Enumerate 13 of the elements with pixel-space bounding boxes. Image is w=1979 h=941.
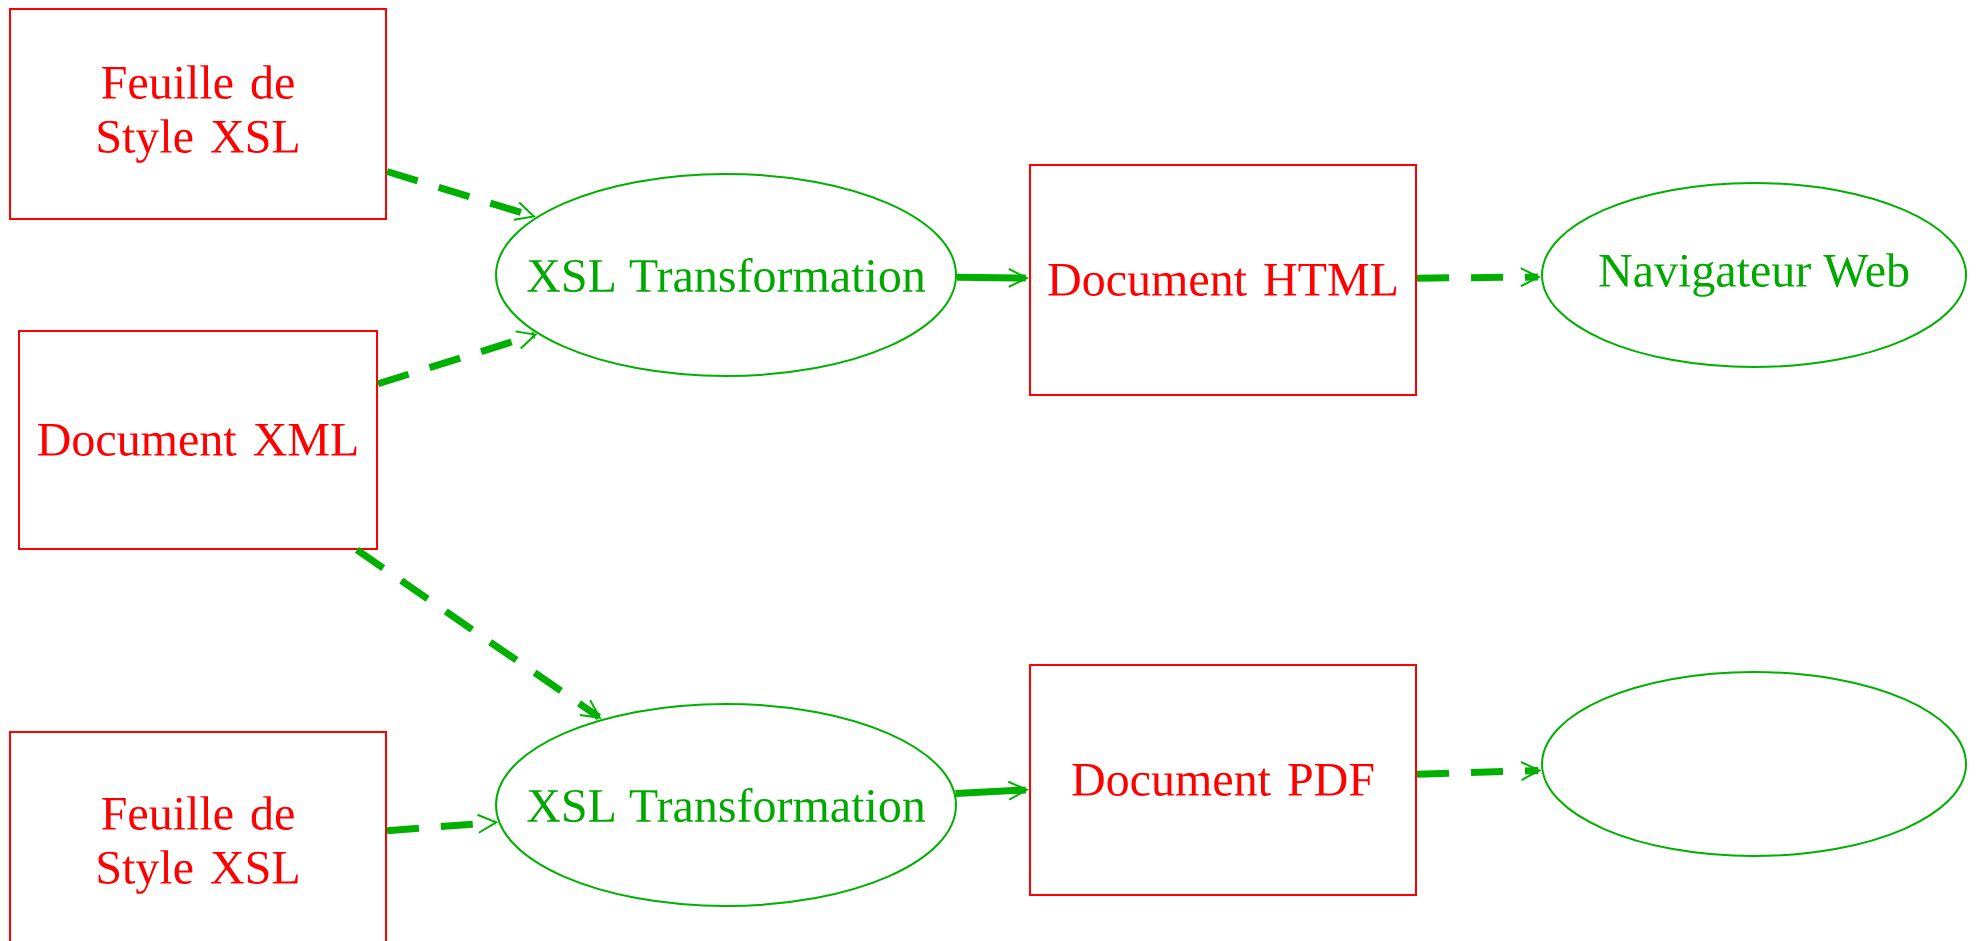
arrow bbox=[354, 547, 602, 721]
arrow bbox=[955, 780, 1029, 801]
process-ellipse bbox=[1541, 671, 1967, 857]
arrow bbox=[386, 813, 499, 835]
arrow bbox=[1416, 761, 1542, 781]
arrow bbox=[376, 330, 538, 388]
document-box: Feuille de Style XSL bbox=[9, 731, 387, 941]
arrow bbox=[386, 168, 536, 221]
document-box: Document HTML bbox=[1029, 164, 1417, 396]
document-box: Document XML bbox=[18, 330, 378, 550]
document-box: Document PDF bbox=[1029, 664, 1417, 896]
arrow bbox=[956, 267, 1029, 288]
document-box: Feuille de Style XSL bbox=[9, 8, 387, 220]
